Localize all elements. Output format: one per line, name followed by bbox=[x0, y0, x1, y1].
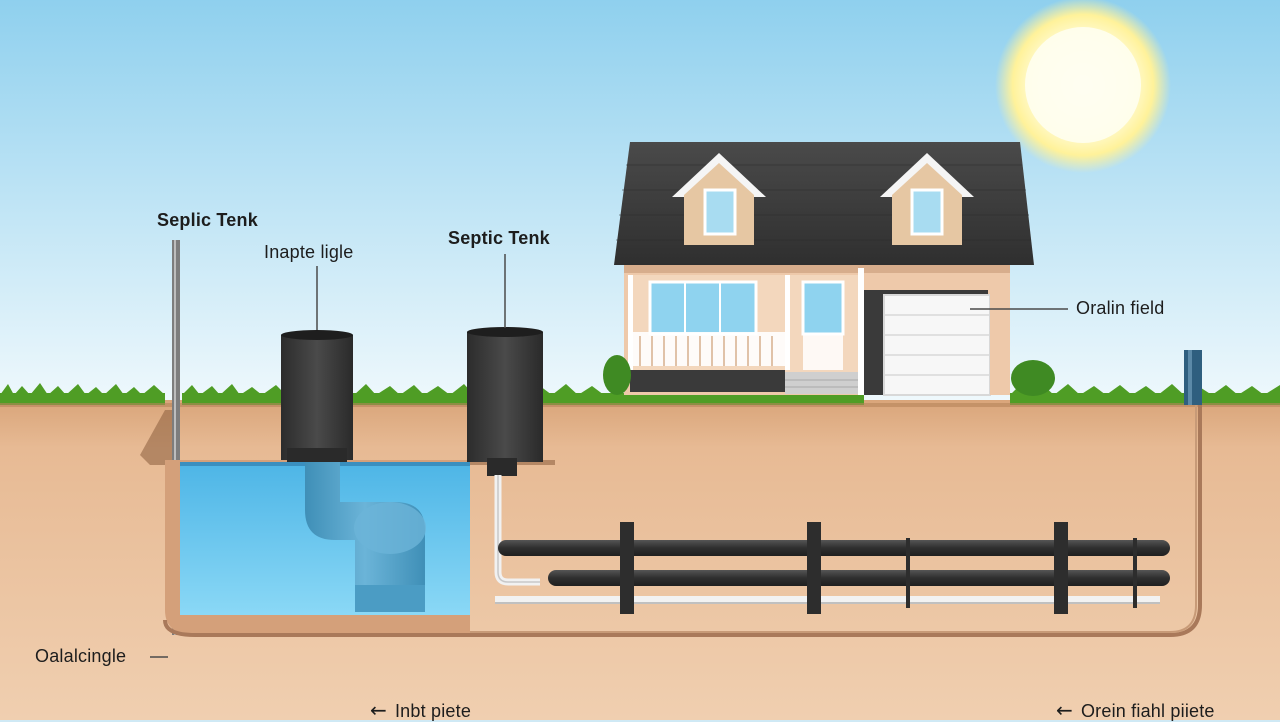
leader-lines bbox=[150, 254, 1068, 658]
label-septic-tank-right: Septic Tenk bbox=[448, 228, 550, 248]
label-septic-tank-left: Seplic Tenk bbox=[157, 210, 258, 230]
tank-lid-left bbox=[281, 330, 353, 462]
drain-trench bbox=[470, 405, 1202, 637]
house bbox=[603, 142, 1055, 396]
drain-field-pipes bbox=[495, 522, 1170, 614]
tank-lid-right bbox=[467, 327, 543, 476]
label-inside-pipe: Inapte ligle bbox=[264, 242, 354, 262]
left-arrow-icon: ← bbox=[1056, 698, 1073, 722]
vent-pipe-right bbox=[1184, 350, 1202, 405]
label-inlet-pipe: ← Inbt piete bbox=[370, 698, 471, 722]
label-drainage: Oalalcingle bbox=[35, 646, 127, 666]
label-drain-field-pipe: ← Orein fiahl piiete bbox=[1056, 698, 1215, 722]
septic-tank bbox=[165, 460, 470, 635]
label-drain-field-pipe-text: Orein fiahl piiete bbox=[1080, 701, 1215, 721]
label-inlet-pipe-text: Inbt piete bbox=[394, 701, 472, 721]
label-drain-field: Oralin field bbox=[1076, 298, 1165, 318]
left-arrow-icon: ← bbox=[370, 698, 387, 722]
